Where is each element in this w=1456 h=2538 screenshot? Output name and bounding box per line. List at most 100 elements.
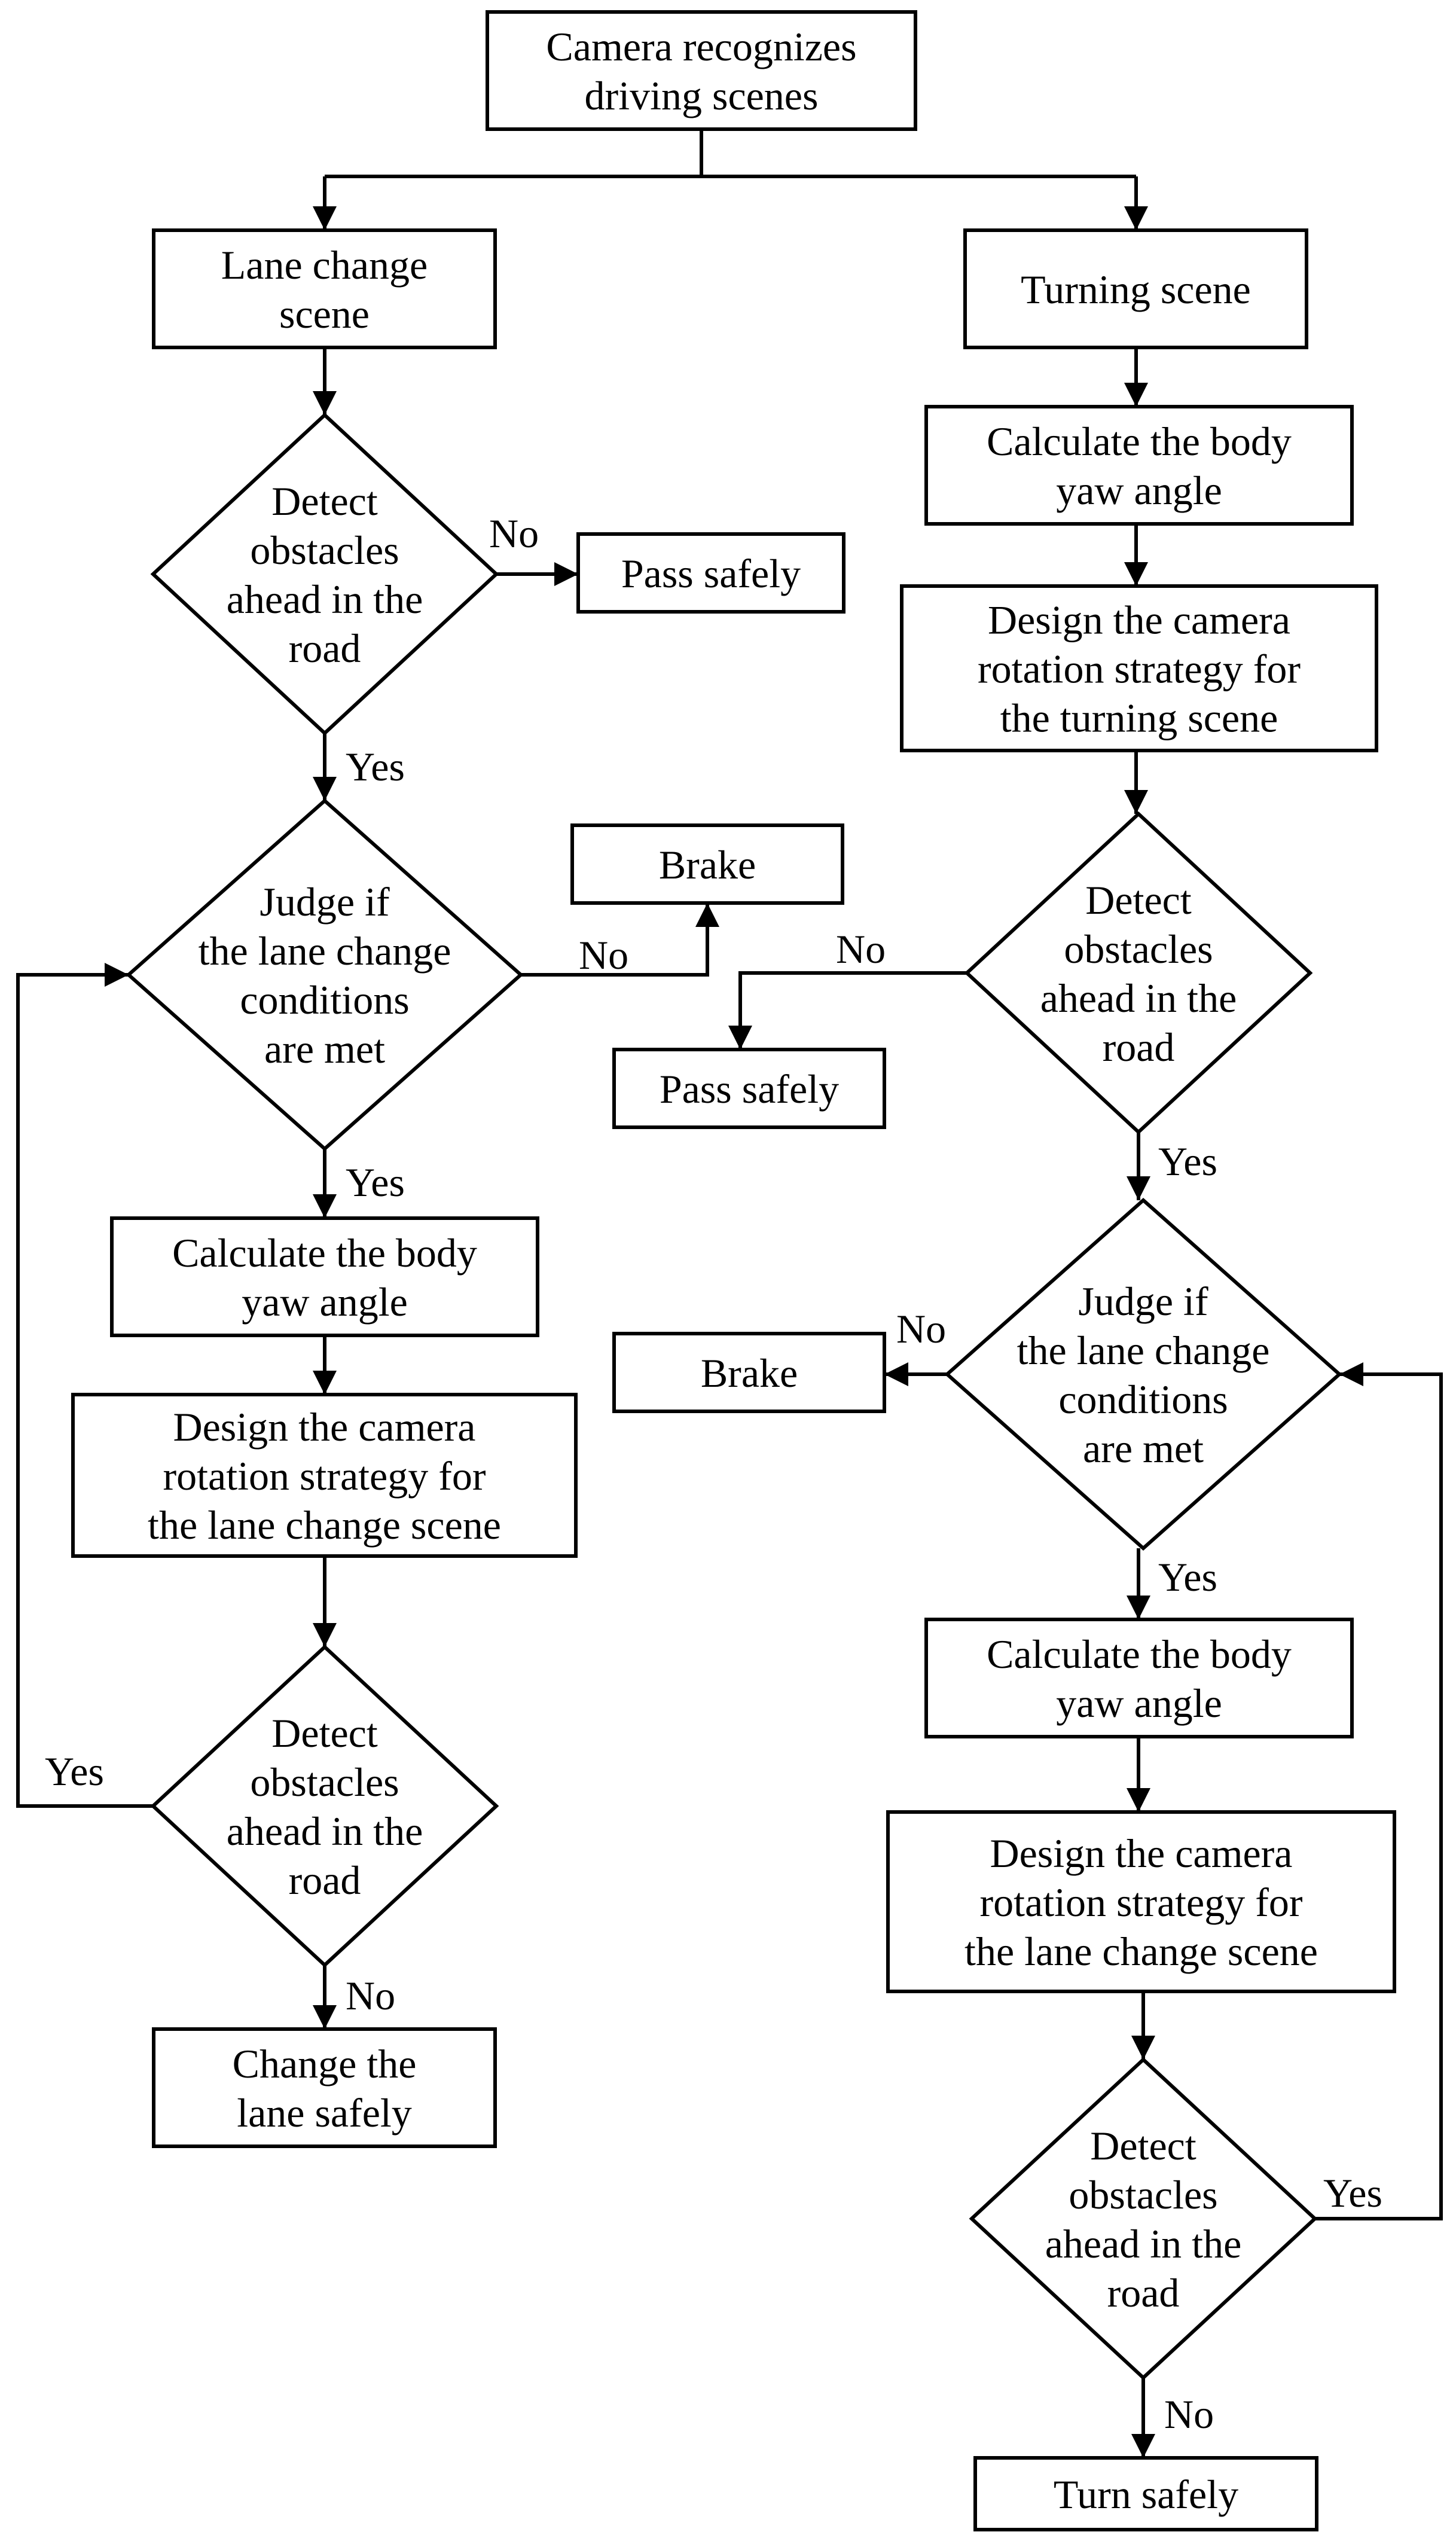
node-text-line: Brake	[659, 842, 756, 887]
node-text-line: Design the camera	[990, 1831, 1293, 1876]
node-text-line: yaw angle	[1056, 468, 1222, 513]
edge-label-no: No	[579, 932, 628, 978]
node-text-line: Change the	[233, 2041, 417, 2086]
node-text-line: obstacles	[250, 1759, 399, 1805]
left-judge-conditions-decision-shape	[126, 798, 524, 1152]
node-text-line: rotation strategy for	[978, 646, 1301, 692]
right-design-turning-rotation-box-shape	[900, 584, 1378, 752]
node-text-line: the lane change	[1017, 1328, 1270, 1373]
node-text-line: Judge if	[1078, 1279, 1208, 1324]
edge-label-yes: Yes	[1158, 1554, 1217, 1600]
edge-label-yes: Yes	[346, 744, 405, 789]
node-text-line: yaw angle	[242, 1279, 408, 1325]
node-text-line: ahead in the	[1040, 975, 1237, 1021]
turn-safely-box: Turn safely	[973, 2456, 1318, 2531]
right-pass-safely-box-shape	[612, 1048, 886, 1129]
left-pass-safely-box: Pass safely	[576, 532, 845, 614]
upper-brake-box-shape	[570, 823, 844, 905]
node-text-line: yaw angle	[1056, 1680, 1222, 1726]
node-text-line: rotation strategy for	[979, 1880, 1302, 1925]
node-text-line: lane safely	[237, 2090, 412, 2136]
left-calculate-yaw-box-shape	[110, 1216, 539, 1337]
node-text-line: Design the camera	[173, 1404, 476, 1450]
node-text-line: are met	[1083, 1426, 1204, 1471]
node-text-line: road	[289, 626, 361, 671]
node-text-line: ahead in the	[227, 576, 423, 622]
right-judge-conditions-decision-shape	[944, 1197, 1342, 1551]
node-text-line: Camera recognizes	[546, 24, 856, 69]
edge-label-no: No	[346, 1973, 395, 2018]
edge-label-yes: Yes	[45, 1749, 104, 1794]
node-text-line: Pass safely	[660, 1066, 839, 1112]
right-calculate-yaw-box-shape	[924, 405, 1354, 526]
right-detect-obstacles-decision-shape	[964, 811, 1313, 1135]
right-calculate-yaw-2-box-shape	[924, 1618, 1354, 1738]
edge-label-yes: Yes	[1323, 2170, 1382, 2216]
node-text-line: obstacles	[1069, 2172, 1217, 2217]
node-text-line: Turn safely	[1054, 2472, 1238, 2517]
node-text-line: the lane change scene	[964, 1929, 1318, 1974]
right-pass-safely-box: Pass safely	[612, 1048, 886, 1129]
lower-brake-box-shape	[612, 1332, 886, 1413]
node-text-line: Turning scene	[1021, 267, 1251, 312]
lane-change-scene-box-shape	[152, 228, 497, 349]
node-text-line: scene	[279, 291, 370, 337]
node-text-line: conditions	[1058, 1377, 1228, 1422]
edges	[16, 129, 1443, 2458]
node-text-line: road	[1103, 1024, 1175, 1070]
node-text-line: rotation strategy for	[163, 1453, 486, 1499]
turning-scene-box-shape	[963, 228, 1308, 349]
node-text-line: are met	[264, 1026, 385, 1072]
node-text-line: Detect	[1085, 877, 1192, 923]
node-text-line: Detect	[271, 478, 378, 524]
edge-rdetect2-yes-loop	[1315, 1362, 1443, 2220]
turning-scene-box: Turning scene	[963, 228, 1308, 349]
left-design-rotation-box-shape	[71, 1393, 578, 1558]
node-text-line: obstacles	[250, 527, 399, 573]
node-text-line: Design the camera	[988, 597, 1290, 643]
node-text-line: Brake	[701, 1350, 798, 1396]
left-detect-obstacles-decision-shape	[150, 412, 499, 736]
edge-judge-no-brake	[521, 903, 719, 977]
node-text-line: ahead in the	[227, 1808, 423, 1854]
node-text-line: Detect	[1090, 2123, 1196, 2168]
node-text-line: Calculate the body	[172, 1230, 477, 1276]
edge-rdetect-no-pass	[728, 971, 967, 1050]
node-text-line: the lane change scene	[148, 1502, 501, 1548]
node-text-line: Lane change	[221, 242, 428, 288]
node-text-line: the turning scene	[1000, 695, 1278, 741]
start-box-shape	[486, 10, 917, 131]
left-pass-safely-box-shape	[576, 532, 845, 614]
node-text-line: Judge if	[260, 879, 390, 925]
node-text-line: Pass safely	[621, 551, 801, 596]
node-text-line: ahead in the	[1045, 2221, 1242, 2266]
upper-brake-box: Brake	[570, 823, 844, 905]
left-detect-obstacles-2-decision-shape	[150, 1644, 499, 1968]
edge-detect2-yes-loop	[16, 963, 153, 1808]
node-text-line: conditions	[240, 977, 409, 1023]
node-text-line: Calculate the body	[987, 419, 1292, 464]
edge-label-no: No	[836, 926, 886, 972]
node-text-line: obstacles	[1064, 926, 1213, 972]
edge-label-no: No	[1164, 2391, 1214, 2437]
node-text-line: driving scenes	[585, 73, 819, 118]
node-text-line: Calculate the body	[987, 1631, 1292, 1677]
edge-label-no: No	[896, 1306, 946, 1352]
